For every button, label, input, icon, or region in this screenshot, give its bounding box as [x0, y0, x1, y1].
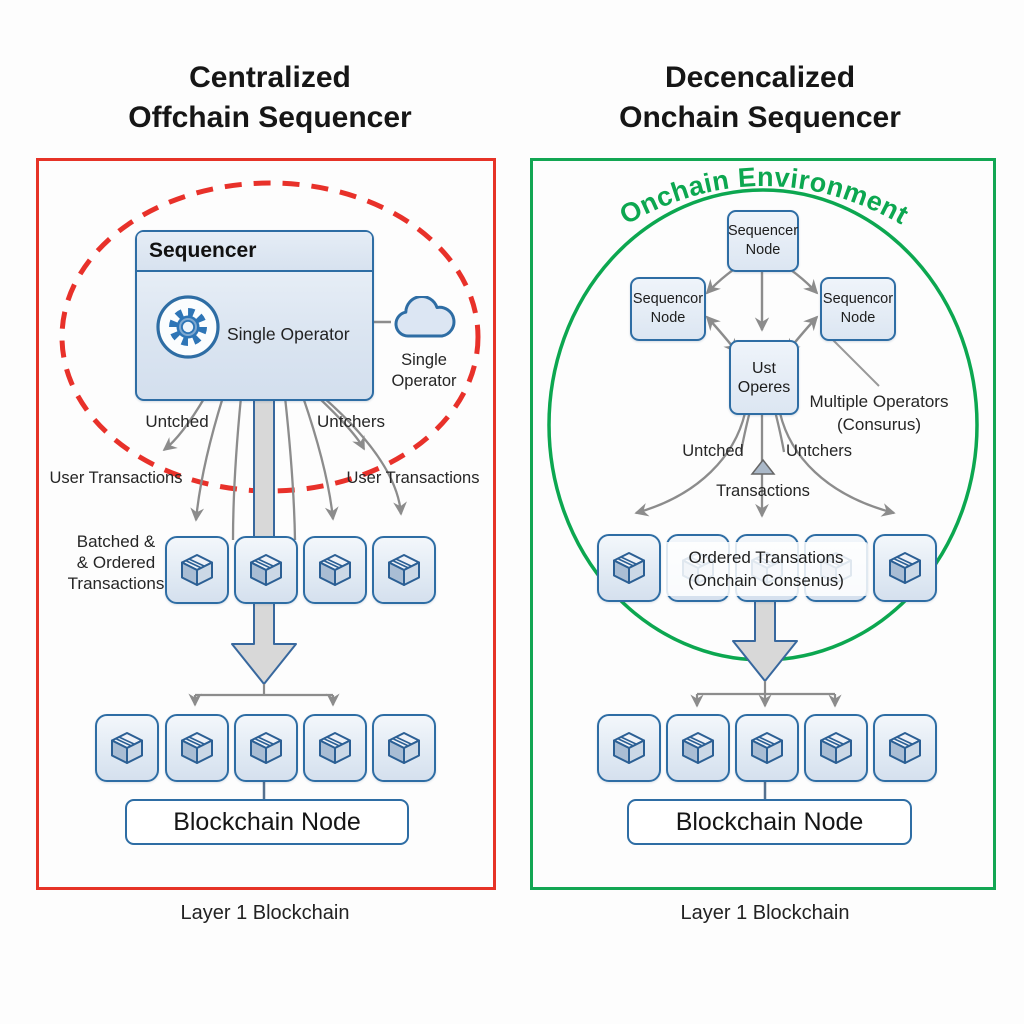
node-label-line2: Node: [840, 310, 876, 326]
right-bracket: [690, 681, 842, 708]
cloud-label-line1: Single: [401, 351, 447, 369]
block-icon: [609, 548, 649, 588]
block: [303, 714, 367, 782]
block-icon: [384, 728, 424, 768]
block: [372, 714, 436, 782]
block-icon: [816, 728, 856, 768]
right-footer-label: Layer 1 Blockchain: [680, 902, 850, 924]
node-label-line2: Node: [650, 310, 686, 326]
ordered-transactions-label: Ordered Transations (Onchain Consenus): [664, 542, 868, 596]
block-icon: [678, 728, 718, 768]
gear-icon: [156, 295, 220, 359]
block: [597, 714, 661, 782]
multiple-operators-label: Multiple Operators (Consurus): [810, 390, 949, 436]
offchain-dashed-boundary: [59, 180, 481, 494]
block: [95, 714, 159, 782]
block-icon: [246, 728, 286, 768]
block: [234, 536, 298, 604]
batched-line3: Transactions: [67, 574, 165, 593]
right-panel-border: [530, 158, 996, 890]
block: [165, 714, 229, 782]
left-untched-label: Untched: [145, 412, 209, 431]
sequencer-box-header: Sequencer: [137, 232, 372, 272]
block: [873, 714, 937, 782]
right-blockchain-node-box: Blockchain Node: [627, 799, 912, 845]
block: [666, 714, 730, 782]
block: [873, 534, 937, 602]
multiple-operators-pointer: [832, 339, 880, 387]
ordered-line2: (Onchain Consenus): [688, 571, 844, 590]
left-footer-label: Layer 1 Blockchain: [180, 902, 350, 924]
left-bracket: [188, 684, 340, 707]
batched-line1: Batched &: [76, 532, 156, 551]
user-transactions-left-label: User Transactions: [49, 469, 183, 487]
sequencer-node-left: Sequencor Node: [630, 277, 706, 341]
ust-operes-node: Ust Operes: [729, 340, 799, 415]
block-icon: [177, 550, 217, 590]
left-blockchain-node-box: Blockchain Node: [125, 799, 409, 845]
sequencer-node-right: Sequencor Node: [820, 277, 896, 341]
left-title-line1: Centralized: [189, 61, 351, 94]
cloud-icon: [394, 295, 456, 338]
cloud-operator: [391, 295, 457, 347]
cloud-operator-label: Single Operator: [391, 350, 456, 392]
multi-op-line1: Multiple Operators: [809, 392, 949, 411]
block-icon: [177, 728, 217, 768]
batched-line2: & Ordered: [76, 553, 156, 572]
left-untchers-label: Untchers: [316, 412, 386, 431]
user-transactions-right-label: User Transactions: [346, 469, 480, 487]
block: [234, 714, 298, 782]
right-flow-arrow: [732, 597, 798, 682]
block: [372, 536, 436, 604]
block-icon: [315, 550, 355, 590]
block-icon: [315, 728, 355, 768]
single-operator-label: Single Operator: [227, 324, 350, 344]
block: [303, 536, 367, 604]
transactions-triangle: [750, 458, 776, 475]
node-label-line2: Node: [745, 242, 781, 258]
block-icon: [107, 728, 147, 768]
node-label-line1: Sequencor: [632, 291, 704, 307]
cloud-label-line2: Operator: [391, 372, 457, 390]
left-panel-border: [36, 158, 496, 890]
left-title: Centralized Offchain Sequencer: [40, 58, 500, 138]
right-untchers-label: Untchers: [785, 442, 853, 460]
block-icon: [885, 728, 925, 768]
node-label-line2: Operes: [737, 378, 791, 396]
block-icon: [246, 550, 286, 590]
left-transaction-curves: [162, 396, 407, 541]
right-title-line2: Onchain Sequencer: [619, 101, 901, 134]
block-icon: [384, 550, 424, 590]
block-icon: [885, 548, 925, 588]
right-title-line1: Decencalized: [664, 61, 856, 94]
node-label-line1: Ust: [752, 359, 776, 377]
block: [735, 714, 799, 782]
block-icon: [747, 728, 787, 768]
ordered-line1: Ordered Transations: [688, 548, 844, 567]
right-title: Decencalized Onchain Sequencer: [530, 58, 990, 138]
block: [165, 536, 229, 604]
node-label-line1: Sequencor: [822, 291, 894, 307]
left-title-line2: Offchain Sequencer: [128, 101, 412, 134]
batched-ordered-label: Batched & & Ordered Transactions: [68, 531, 165, 594]
sequencer-box: Sequencer Single Operator: [135, 230, 374, 401]
transactions-label: Transactions: [716, 482, 810, 500]
block: [597, 534, 661, 602]
multi-op-line2: (Consurus): [836, 415, 922, 434]
block: [804, 714, 868, 782]
block-icon: [609, 728, 649, 768]
sequencer-node-top: Sequencer Node: [727, 210, 799, 272]
right-untched-label: Untched: [682, 442, 744, 460]
node-label-line1: Sequencer: [727, 223, 799, 239]
